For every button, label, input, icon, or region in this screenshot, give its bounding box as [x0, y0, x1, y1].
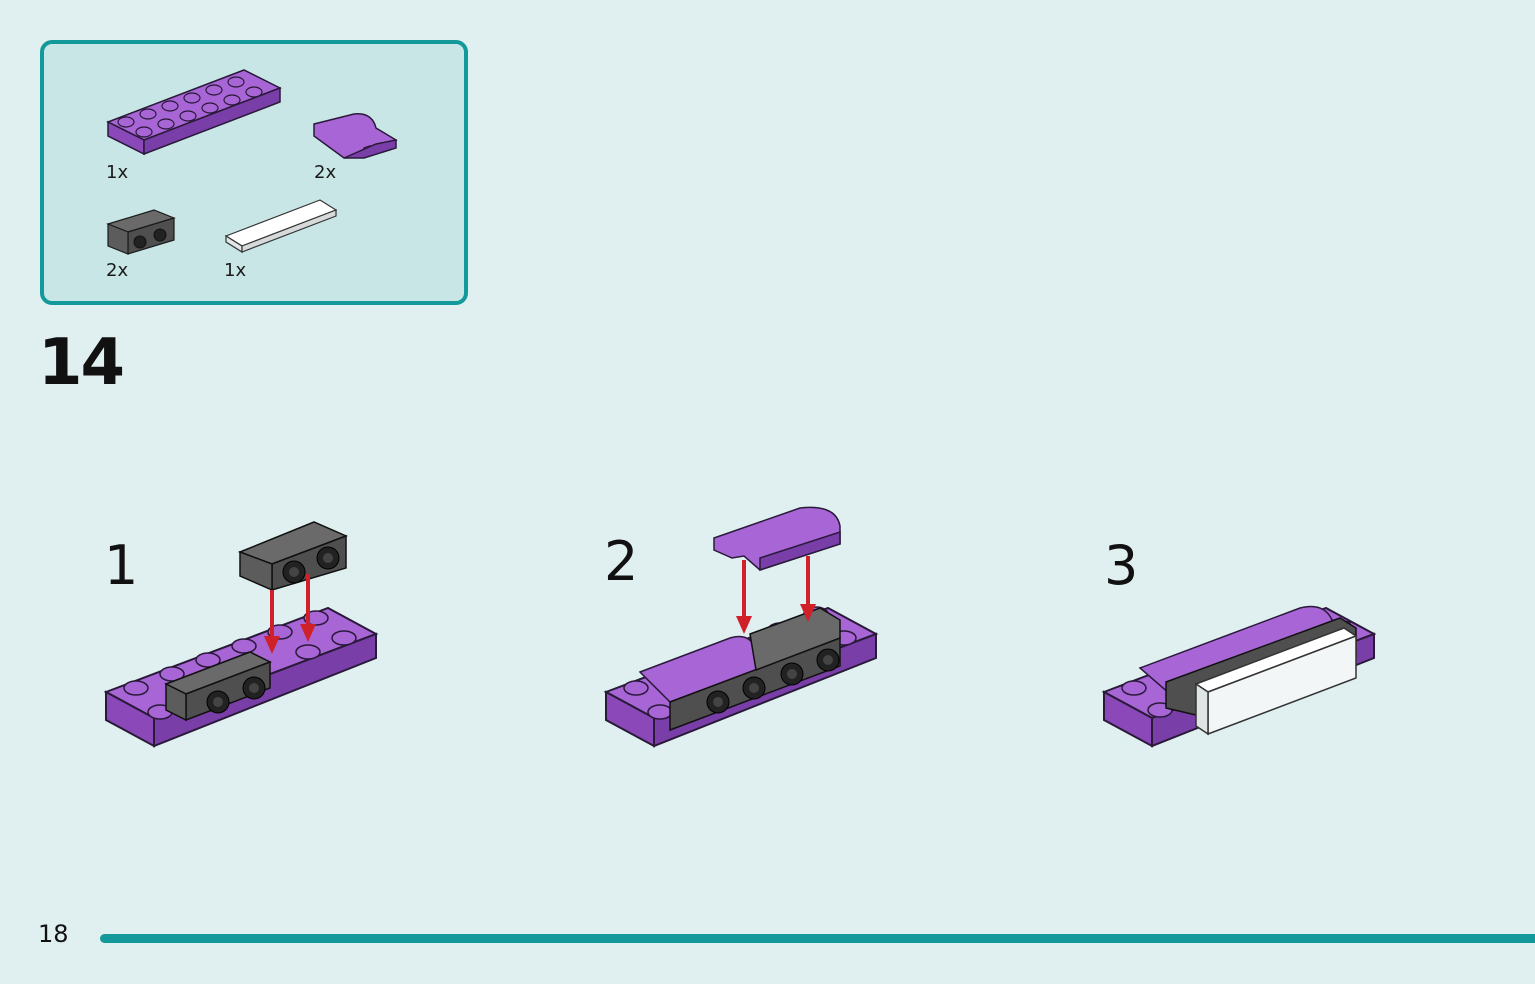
- step-number: 14: [38, 326, 125, 400]
- plate-2x6-purple-icon: [106, 69, 282, 156]
- substep-1-illustration: [103, 521, 379, 748]
- part-qty-slope: 2x: [314, 162, 337, 183]
- bracket-dark-gray-icon: [106, 209, 176, 255]
- footer-rule: [100, 934, 1535, 943]
- curved-slope-purple-icon: [313, 113, 398, 159]
- substep-label-3: 3: [1104, 534, 1139, 597]
- substep-label-2: 2: [604, 530, 639, 593]
- part-qty-tile: 1x: [224, 260, 247, 281]
- tile-white-icon: [224, 199, 338, 254]
- substep-3-illustration: [1101, 605, 1377, 748]
- part-qty-bracket: 2x: [106, 260, 129, 281]
- substep-2-illustration: [603, 506, 879, 748]
- parts-callout-box: 1x 2x 2x 1x: [40, 40, 468, 305]
- substep-label-1: 1: [104, 534, 139, 597]
- part-qty-plate: 1x: [106, 162, 129, 183]
- page-number: 18: [38, 920, 69, 948]
